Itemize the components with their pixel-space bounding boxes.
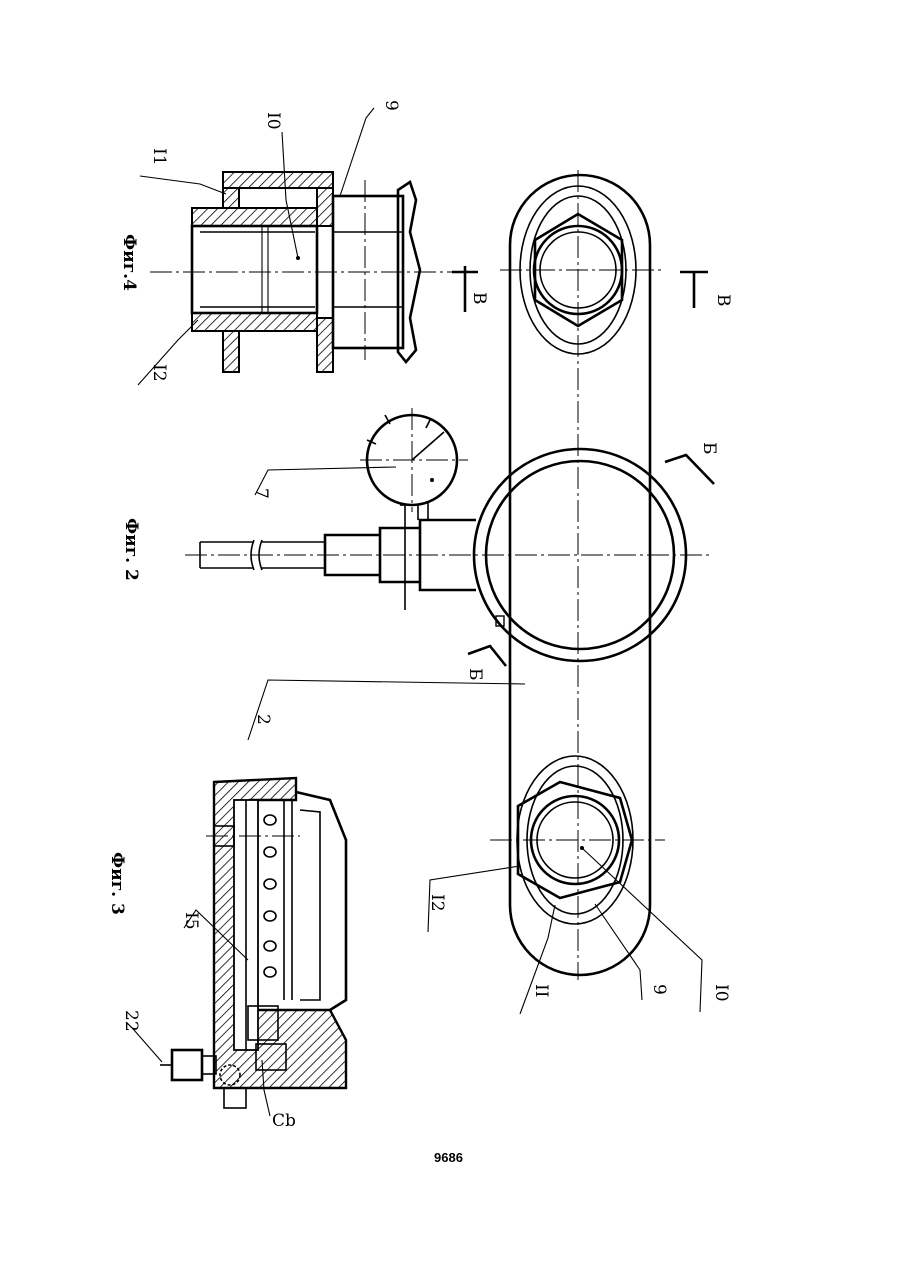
callout-8: Cb <box>272 1111 296 1131</box>
callout-9-fig2: 9 <box>649 984 669 995</box>
callout-2: 2 <box>253 714 273 725</box>
callout-9-fig4: 9 <box>381 100 401 111</box>
callout-12-fig2: I2 <box>427 894 447 912</box>
callout-10-fig4: I0 <box>263 112 283 130</box>
right-profile <box>296 792 346 1010</box>
housing-wall-bottom-left <box>223 330 239 372</box>
fig-2-title: Фиг. 2 <box>121 518 141 581</box>
hub-inner-ring <box>486 461 674 649</box>
callout-22: 22 <box>121 1010 141 1032</box>
callout-12-fig4: I2 <box>149 364 169 382</box>
spring-coils <box>264 800 292 1000</box>
fig-4-title: Фиг.4 <box>119 234 139 291</box>
dial-gauge-7 <box>360 408 468 520</box>
figure-3-section: I5 22 Cb Фиг. 3 <box>107 778 346 1131</box>
section-b-top: Б <box>699 442 719 455</box>
housing-wall-right <box>317 188 333 226</box>
section-b-bottom: Б <box>465 668 485 681</box>
callout-7: 7 <box>251 488 271 499</box>
nut-body <box>192 226 317 313</box>
bushing-top <box>192 208 317 226</box>
housing-wall-bottom-right <box>317 318 333 372</box>
callout-10-fig2: I0 <box>711 984 731 1002</box>
fig-3-title: Фиг. 3 <box>107 852 127 915</box>
page-number: 9686 <box>434 1150 463 1165</box>
nipple-22 <box>172 1050 202 1080</box>
section-v-left: В <box>469 292 489 305</box>
callout-11-fig2: II <box>531 984 551 997</box>
callout-11-fig4: I1 <box>149 148 169 166</box>
bushing-bottom <box>192 313 317 331</box>
section-v-right: В <box>713 294 733 307</box>
housing-wall-top <box>223 172 333 188</box>
figure-4-section: I1 I2 I0 9 Фиг.4 В <box>119 100 489 385</box>
callout-15: I5 <box>181 912 201 930</box>
